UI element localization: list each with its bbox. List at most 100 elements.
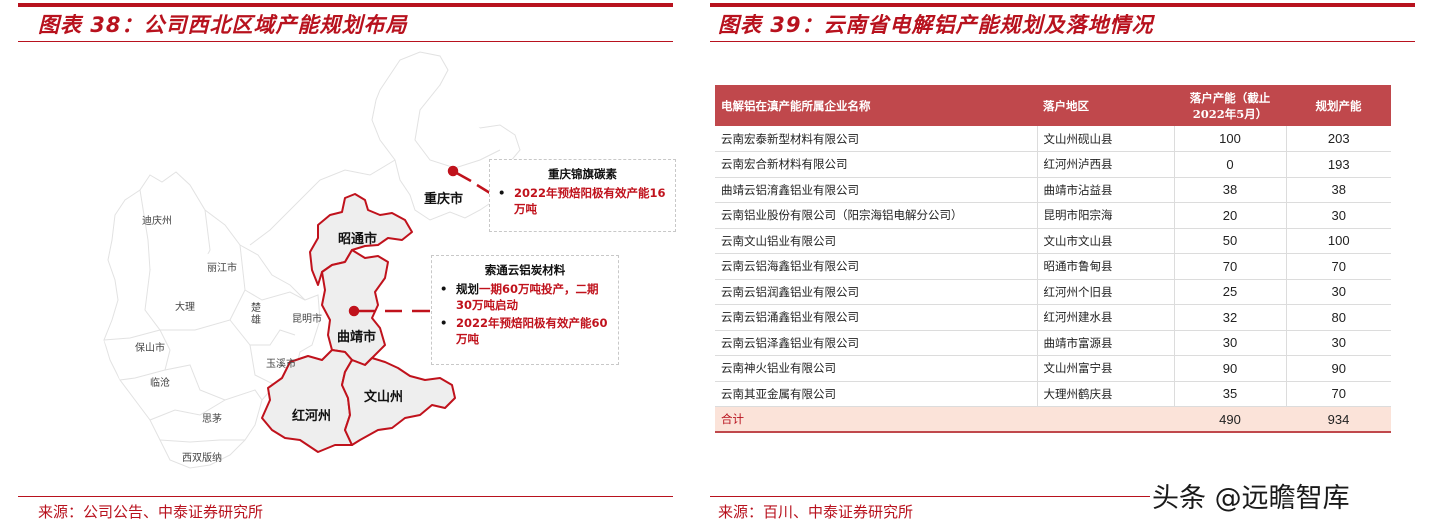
cell-region: 红河州泸西县 [1036, 151, 1174, 178]
bullet-icon: • [440, 282, 448, 296]
cell-landed: 30 [1173, 330, 1286, 356]
cell-landed: 25 [1173, 279, 1286, 305]
cell-region: 曲靖市富源县 [1036, 330, 1174, 356]
cell-total-landed: 490 [1174, 406, 1286, 433]
callout-item-text: 2022年预焙阳极有效产能60万吨 [456, 316, 608, 346]
map-label-chongqing: 重庆市 [424, 192, 464, 207]
cell-region: 昭通市鲁甸县 [1036, 253, 1174, 280]
callout-title: 索通云铝炭材料 [484, 263, 566, 277]
table-row: 云南云铝海鑫铝业有限公司 昭通市鲁甸县 70 70 [715, 253, 1391, 280]
cell-planned: 193 [1285, 151, 1391, 178]
yunnan-map [103, 51, 521, 469]
cell-landed: 20 [1173, 202, 1286, 229]
table-row: 云南云铝涌鑫铝业有限公司 红河州建水县 32 80 [715, 304, 1391, 331]
figure-38-source: 来源：公司公告、中泰证券研究所 [38, 503, 264, 521]
cell-planned: 30 [1285, 279, 1391, 305]
map-label-chuxiong: 楚雄 [251, 303, 261, 326]
cell-company: 云南文山铝业有限公司 [715, 228, 1037, 254]
map-label-xishuangbanna: 西双版纳 [182, 453, 222, 464]
cell-landed: 90 [1173, 355, 1286, 382]
title-top-bar [18, 3, 673, 7]
source-rule [18, 496, 673, 497]
cell-region: 文山州砚山县 [1036, 126, 1174, 152]
cell-total-label: 合计 [715, 406, 1037, 433]
capacity-table: 电解铝在滇产能所属企业名称 落户地区 落户产能（截止2022年5月） 规划产能 … [715, 85, 1391, 433]
table-total-row: 合计 490 934 [715, 406, 1391, 433]
table-row: 云南铝业股份有限公司（阳宗海铝电解分公司） 昆明市阳宗海 20 30 [715, 202, 1391, 229]
figure-39-panel: 图表 39：云南省电解铝产能规划及落地情况 电解铝在滇产能所属企业名称 落户地区… [700, 0, 1434, 532]
zhaotong-region [309, 193, 413, 286]
map-label-baoshan: 保山市 [135, 343, 165, 354]
watermark: 头条 @远瞻智库 [1152, 483, 1350, 514]
table-row: 云南云铝润鑫铝业有限公司 红河州个旧县 25 30 [715, 279, 1391, 305]
figure-38-title: 图表 38：公司西北区域产能规划布局 [38, 13, 408, 37]
callout-item: • 2022年预焙阳极有效产能16万吨 [498, 185, 667, 217]
cell-region: 曲靖市沾益县 [1036, 177, 1174, 203]
cell-total-planned: 934 [1286, 406, 1391, 433]
header-landed-capacity: 落户产能（截止2022年5月） [1189, 90, 1271, 121]
table-row: 云南其亚金属有限公司 大理州鹤庆县 35 70 [715, 381, 1391, 407]
cell-landed: 32 [1173, 304, 1286, 331]
cell-landed: 100 [1173, 126, 1286, 152]
cell-company: 云南云铝涌鑫铝业有限公司 [715, 304, 1037, 331]
title-rule [710, 41, 1415, 42]
map-label-diqing: 迪庆州 [142, 216, 172, 227]
title-rule [18, 41, 673, 42]
cell-company: 云南其亚金属有限公司 [715, 381, 1037, 407]
cell-company: 曲靖云铝淯鑫铝业有限公司 [715, 177, 1037, 203]
cell-region: 红河州个旧县 [1036, 279, 1174, 305]
header-region: 落户地区 [1043, 98, 1089, 113]
cell-company: 云南云铝润鑫铝业有限公司 [715, 279, 1037, 305]
cell-planned: 80 [1285, 304, 1391, 331]
cell-region: 文山州富宁县 [1036, 355, 1174, 382]
map-label-lincang: 临沧 [150, 378, 170, 389]
bullet-icon: • [440, 316, 448, 330]
table-row: 云南宏泰新型材料有限公司 文山州砚山县 100 203 [715, 126, 1391, 152]
figure-38-panel: 图表 38：公司西北区域产能规划布局 [0, 0, 700, 532]
cell-landed: 38 [1173, 177, 1286, 203]
map-label-yuxi: 玉溪市 [266, 359, 296, 370]
cell-region: 红河州建水县 [1036, 304, 1174, 331]
cell-planned: 70 [1285, 381, 1391, 407]
callout-item-highlight: 一期60万吨投产，二期30万吨启动 [456, 282, 599, 312]
map-label-kunming: 昆明市 [292, 314, 322, 325]
cell-region: 文山市文山县 [1036, 228, 1174, 254]
source-rule [710, 496, 1150, 497]
wenshan-region [341, 357, 456, 446]
header-planned-capacity: 规划产能 [1315, 98, 1362, 113]
map-label-honghe: 红河州 [292, 409, 332, 424]
callout-item-prefix: 规划 [456, 282, 479, 296]
cell-planned: 70 [1285, 253, 1391, 280]
header-company: 电解铝在滇产能所属企业名称 [721, 98, 871, 113]
table-row: 云南宏合新材料有限公司 红河州泸西县 0 193 [715, 151, 1391, 178]
cell-total-empty [1037, 406, 1174, 433]
figure-39-title: 图表 39：云南省电解铝产能规划及落地情况 [718, 13, 1154, 37]
figure-39-source: 来源：百川、中泰证券研究所 [718, 503, 914, 521]
cell-region: 大理州鹤庆县 [1036, 381, 1174, 407]
map-label-zhaotong: 昭通市 [338, 232, 378, 247]
callout-suotong-yunlv: 索通云铝炭材料 • 规划一期60万吨投产，二期30万吨启动 • 2022年预焙阳… [431, 255, 619, 365]
cell-planned: 90 [1285, 355, 1391, 382]
cell-planned: 30 [1285, 330, 1391, 356]
map-label-lijiang: 丽江市 [207, 263, 237, 274]
map-label-simao: 思茅 [202, 414, 222, 425]
table-row: 云南云铝泽鑫铝业有限公司 曲靖市富源县 30 30 [715, 330, 1391, 356]
callout-item-text: 规划一期60万吨投产，二期30万吨启动 [456, 281, 610, 313]
cell-region: 昆明市阳宗海 [1036, 202, 1174, 229]
cell-landed: 70 [1173, 253, 1286, 280]
cell-planned: 100 [1285, 228, 1391, 254]
map-label-dali: 大理 [175, 302, 195, 313]
callout-chongqing-jinqi: 重庆锦旗碳素 • 2022年预焙阳极有效产能16万吨 [489, 159, 676, 232]
cell-landed: 0 [1173, 151, 1286, 178]
map-label-qujing: 曲靖市 [337, 330, 377, 345]
callout-item: • 2022年预焙阳极有效产能60万吨 [440, 315, 610, 347]
cell-company: 云南云铝海鑫铝业有限公司 [715, 253, 1037, 280]
cell-planned: 203 [1285, 126, 1391, 152]
table-row: 云南文山铝业有限公司 文山市文山县 50 100 [715, 228, 1391, 254]
cell-company: 云南神火铝业有限公司 [715, 355, 1037, 382]
cell-company: 云南铝业股份有限公司（阳宗海铝电解分公司） [715, 202, 1037, 229]
cell-company: 云南云铝泽鑫铝业有限公司 [715, 330, 1037, 356]
cell-landed: 35 [1173, 381, 1286, 407]
callout-item: • 规划一期60万吨投产，二期30万吨启动 [440, 281, 610, 313]
callout-title: 重庆锦旗碳素 [548, 167, 617, 181]
